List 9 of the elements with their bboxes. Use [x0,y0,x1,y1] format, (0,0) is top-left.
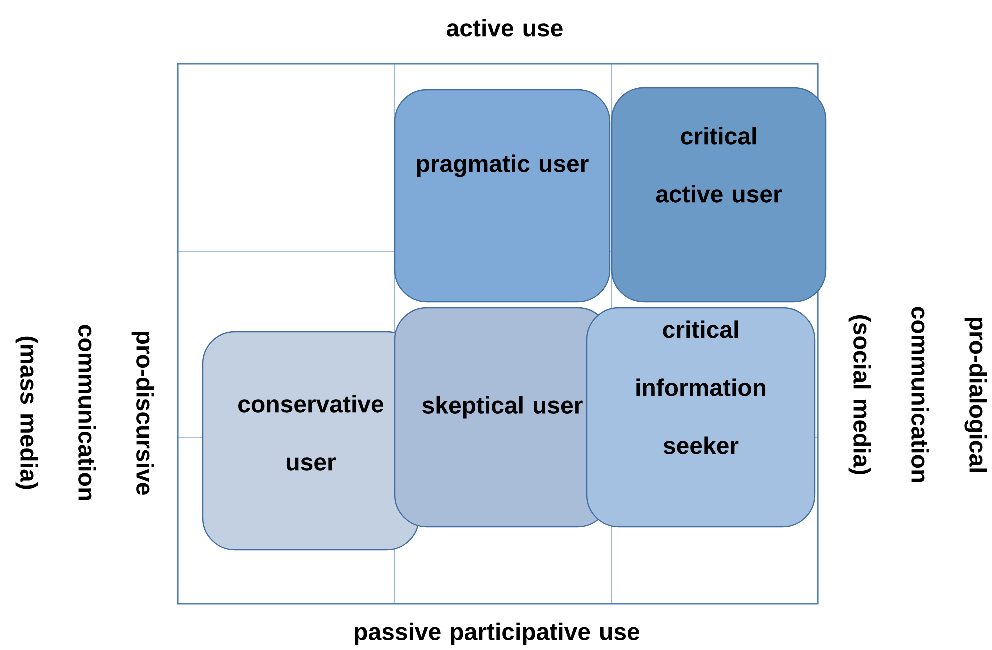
axis-label: pro-dialogical communication (social media) [848,307,988,482]
user-type-box: conservative user [202,331,420,551]
user-type-box: pragmatic user [394,89,611,303]
user-type-box: critical information seeker [586,307,816,528]
axis-label: pro-discursive communication (mass media) [16,325,154,500]
user-type-box: skeptical user [394,307,611,528]
axis-label: active use [447,19,563,37]
user-type-box: critical active user [611,87,827,303]
axis-label: passive participative use [355,622,640,646]
